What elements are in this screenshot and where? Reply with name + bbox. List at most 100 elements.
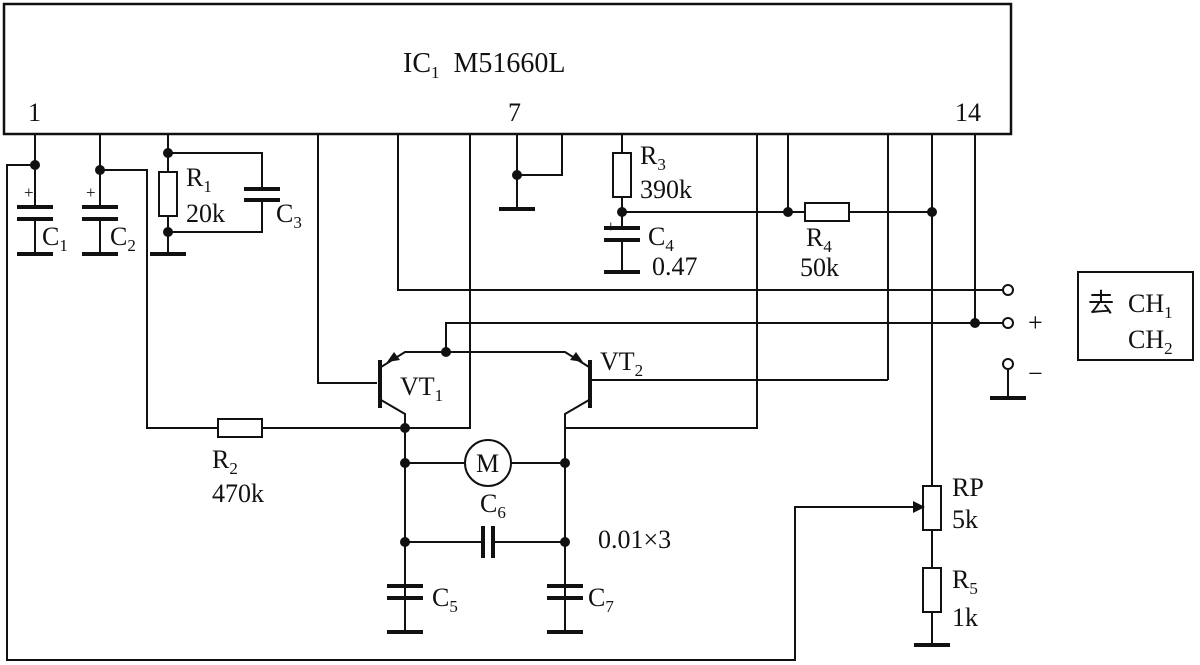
motor-label: M [476,449,499,478]
svg-text:C1: C1 [42,222,68,255]
c6-ref: C [480,489,497,518]
output-prefix: 去 [1088,289,1114,318]
ground-pin7 [499,134,563,211]
c4-value: 0.47 [652,252,698,281]
ch2: CH [1128,325,1164,354]
c3-ref: C [276,199,293,228]
r3-value: 390k [640,175,692,204]
transistor-vt2: VT2 [446,134,889,428]
terminal-icon [1002,284,1014,296]
resistor-r2: R2 470k [212,418,405,508]
svg-text:C3: C3 [276,199,302,232]
resistor-r3: R3 390k [612,134,692,226]
output-box: 去 CH1 CH2 [1077,271,1194,361]
wire-vt1-collector [405,134,471,429]
junction-c6-right [560,537,570,547]
pin-1-label: 1 [28,98,41,127]
svg-text:CH2: CH2 [1128,325,1173,358]
c2-sub: 2 [127,236,136,255]
r5-value: 1k [952,603,978,632]
wire-ic-to-vt1-base [317,134,377,384]
resistor-r4: R4 50k [800,202,932,282]
ch1-sub: 1 [1164,303,1173,322]
ic-part: M51660L [454,48,566,79]
junction-r4-left [783,207,793,217]
wire-vt2-collector [565,134,758,429]
capacitor-c7: C7 [547,583,614,634]
c7-ref: C [588,583,605,612]
c4-ref: C [648,222,665,251]
c3-sub: 3 [293,213,302,232]
ch2-sub: 2 [1164,339,1173,358]
r5-sub: 5 [969,579,978,598]
rp-ref: RP [952,473,984,502]
r4-ref: R [806,223,824,252]
ch1: CH [1128,289,1164,318]
c2-polarity: + [86,183,96,202]
svg-text:R3: R3 [640,141,666,174]
svg-text:VT1: VT1 [400,372,443,405]
r1-value: 20k [186,199,225,228]
svg-text:R4: R4 [806,223,832,256]
r1-ref: R [186,163,204,192]
c1-sub: 1 [59,236,68,255]
svg-text:VT2: VT2 [600,347,643,380]
output-terminals: + − [990,284,1043,400]
r2-value: 470k [212,479,264,508]
junction-c6-left [400,537,410,547]
cap-value-label: 0.01×3 [598,525,671,554]
pin-14-label: 14 [955,98,981,127]
vt1-sub: 1 [435,386,444,405]
capacitor-c2: + C2 [82,134,136,256]
svg-text:R2: R2 [212,445,238,478]
capacitor-c1: + C1 [17,134,68,256]
svg-text:C6: C6 [480,489,506,522]
r5-ref: R [952,565,970,594]
motor-icon [464,439,512,487]
c5-sub: 5 [449,597,458,616]
transistor-vt1: VT1 [378,351,446,428]
r4-value: 50k [800,253,839,282]
svg-text:CH1: CH1 [1128,289,1173,322]
r3-sub: 3 [657,155,666,174]
wire-to-terminal-top [397,134,1003,291]
svg-text:C5: C5 [432,583,458,616]
c4-polarity: + [606,217,616,236]
r1-sub: 1 [203,177,212,196]
vt2-ref: VT [600,347,635,376]
svg-text:R1: R1 [186,163,212,196]
rp-wiper-arrow [913,501,925,513]
terminal-icon [1002,358,1014,370]
vt2-sub: 2 [635,361,644,380]
c5-ref: C [432,583,449,612]
rp-value: 5k [952,505,978,534]
terminal-minus-label: − [1028,359,1043,388]
r3-ref: R [640,141,658,170]
r2-ref: R [212,445,230,474]
vt1-ref: VT [400,372,435,401]
c7-sub: 7 [605,597,614,616]
ic-ref-sub: 1 [431,63,440,82]
capacitor-c6: C6 [405,489,565,558]
wire-emitters-to-plus [445,322,975,352]
c6-sub: 6 [497,503,506,522]
svg-text:C2: C2 [110,222,136,255]
svg-text:C4: C4 [648,222,674,255]
r2-sub: 2 [229,459,238,478]
resistor-r1: R1 20k [150,134,225,256]
capacitor-c4: + C4 0.47 [604,217,698,281]
c2-ref: C [110,222,127,251]
capacitor-c5: C5 [387,583,458,634]
svg-text:C7: C7 [588,583,614,616]
capacitor-c3: C3 [168,152,302,233]
potentiometer-rp: RP 5k [922,473,984,568]
terminal-icon [1002,317,1014,329]
r4-sub: 4 [823,237,832,256]
c4-sub: 4 [665,236,674,255]
motor-m: M [405,439,565,487]
ic-ref: IC [403,48,431,79]
wire-loop-bottom [6,164,915,661]
